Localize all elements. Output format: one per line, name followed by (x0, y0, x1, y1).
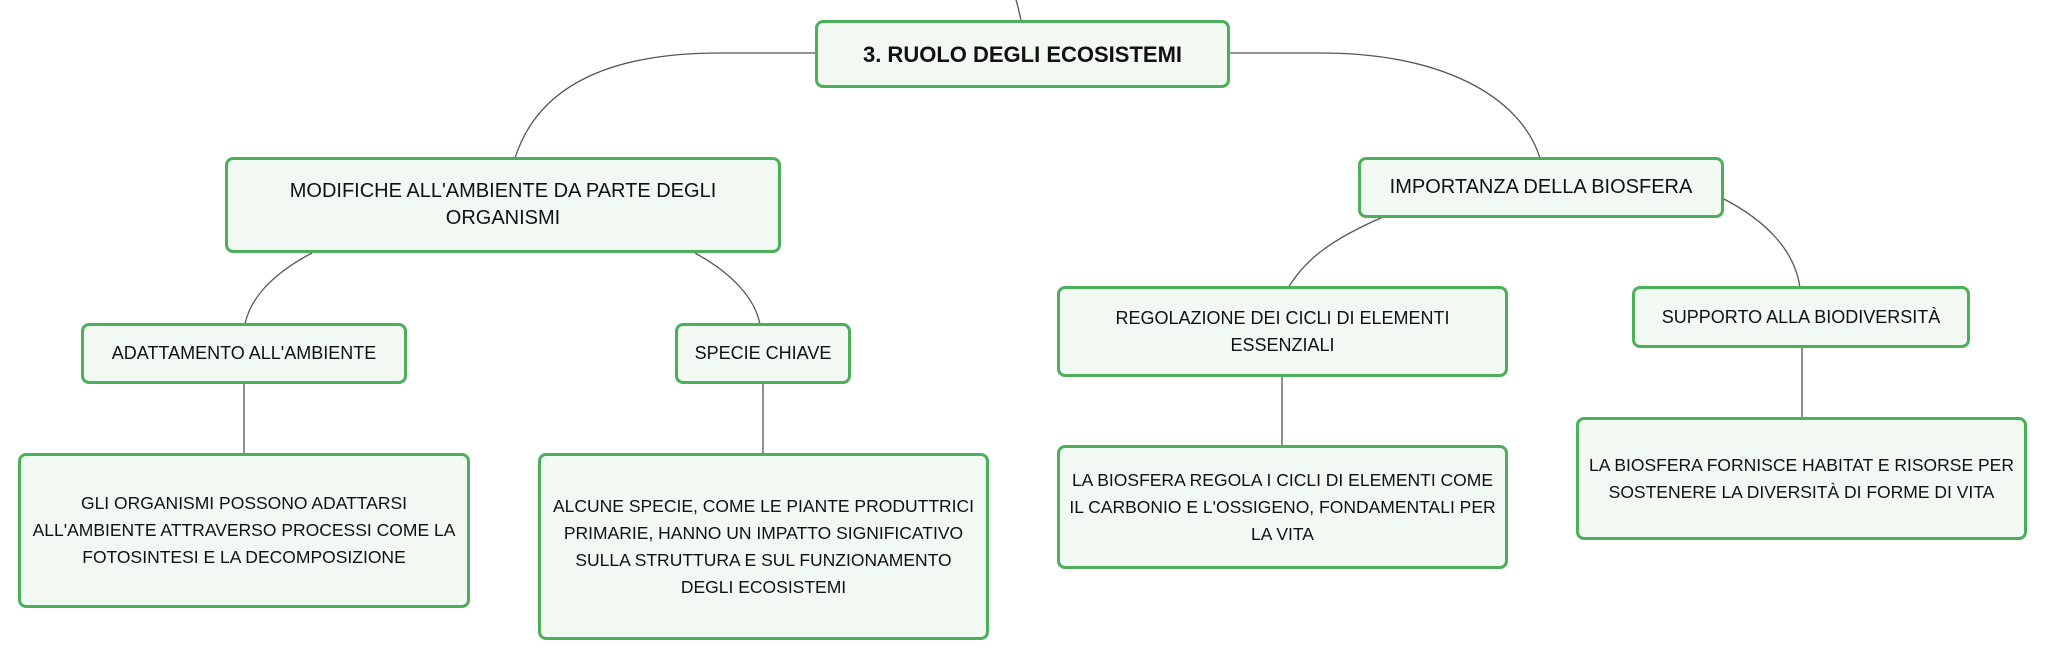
detail-node-specie-chiave-text: ALCUNE SPECIE, COME LE PIANTE PRODUTTRIC… (552, 495, 975, 597)
topic-node-regolazione-label: REGOLAZIONE DEI CICLI DI ELEMENTI ESSENZ… (1115, 307, 1450, 355)
detail-node-adattamento[interactable]: GLI ORGANISMI POSSONO ADATTARSI ALL'AMBI… (18, 453, 470, 608)
root-node-label: 3. RUOLO DEGLI ECOSISTEMI (862, 41, 1183, 67)
topic-node-supporto[interactable]: SUPPORTO ALLA BIODIVERSITÀ (1632, 286, 1970, 348)
connector-left-specie (694, 252, 761, 325)
connector-root-left (514, 52, 815, 159)
root-node[interactable]: 3. RUOLO DEGLI ECOSISTEMI (815, 20, 1230, 88)
detail-node-specie-chiave[interactable]: ALCUNE SPECIE, COME LE PIANTE PRODUTTRIC… (538, 453, 989, 640)
topic-node-regolazione[interactable]: REGOLAZIONE DEI CICLI DI ELEMENTI ESSENZ… (1057, 286, 1508, 377)
connector-root-parent (1015, 0, 1022, 21)
branch-node-importanza[interactable]: IMPORTANZA DELLA BIOSFERA (1358, 157, 1724, 218)
topic-node-specie-chiave-label: SPECIE CHIAVE (694, 343, 832, 363)
branch-node-modifiche-label: MODIFICHE ALL'AMBIENTE DA PARTE DEGLI OR… (289, 180, 717, 229)
connector-root-right (1230, 52, 1541, 159)
topic-node-supporto-label: SUPPORTO ALLA BIODIVERSITÀ (1661, 306, 1941, 327)
connector-right-regolazione (1287, 216, 1384, 289)
detail-node-supporto[interactable]: LA BIOSFERA FORNISCE HABITAT E RISORSE P… (1576, 417, 2027, 540)
topic-node-specie-chiave[interactable]: SPECIE CHIAVE (675, 323, 851, 384)
detail-node-adattamento-text: GLI ORGANISMI POSSONO ADATTARSI ALL'AMBI… (32, 493, 456, 567)
detail-node-regolazione[interactable]: LA BIOSFERA REGOLA I CICLI DI ELEMENTI C… (1057, 445, 1508, 569)
topic-node-adattamento[interactable]: ADATTAMENTO ALL'AMBIENTE (81, 323, 407, 384)
branch-node-modifiche[interactable]: MODIFICHE ALL'AMBIENTE DA PARTE DEGLI OR… (225, 157, 781, 253)
connector-right-supporto (1721, 197, 1801, 289)
branch-node-importanza-label: IMPORTANZA DELLA BIOSFERA (1389, 176, 1693, 198)
topic-node-adattamento-label: ADATTAMENTO ALL'AMBIENTE (111, 343, 377, 363)
detail-node-supporto-text: LA BIOSFERA FORNISCE HABITAT E RISORSE P… (1589, 454, 2014, 502)
detail-node-regolazione-text: LA BIOSFERA REGOLA I CICLI DI ELEMENTI C… (1069, 469, 1496, 544)
connector-left-adattamento (244, 252, 313, 325)
